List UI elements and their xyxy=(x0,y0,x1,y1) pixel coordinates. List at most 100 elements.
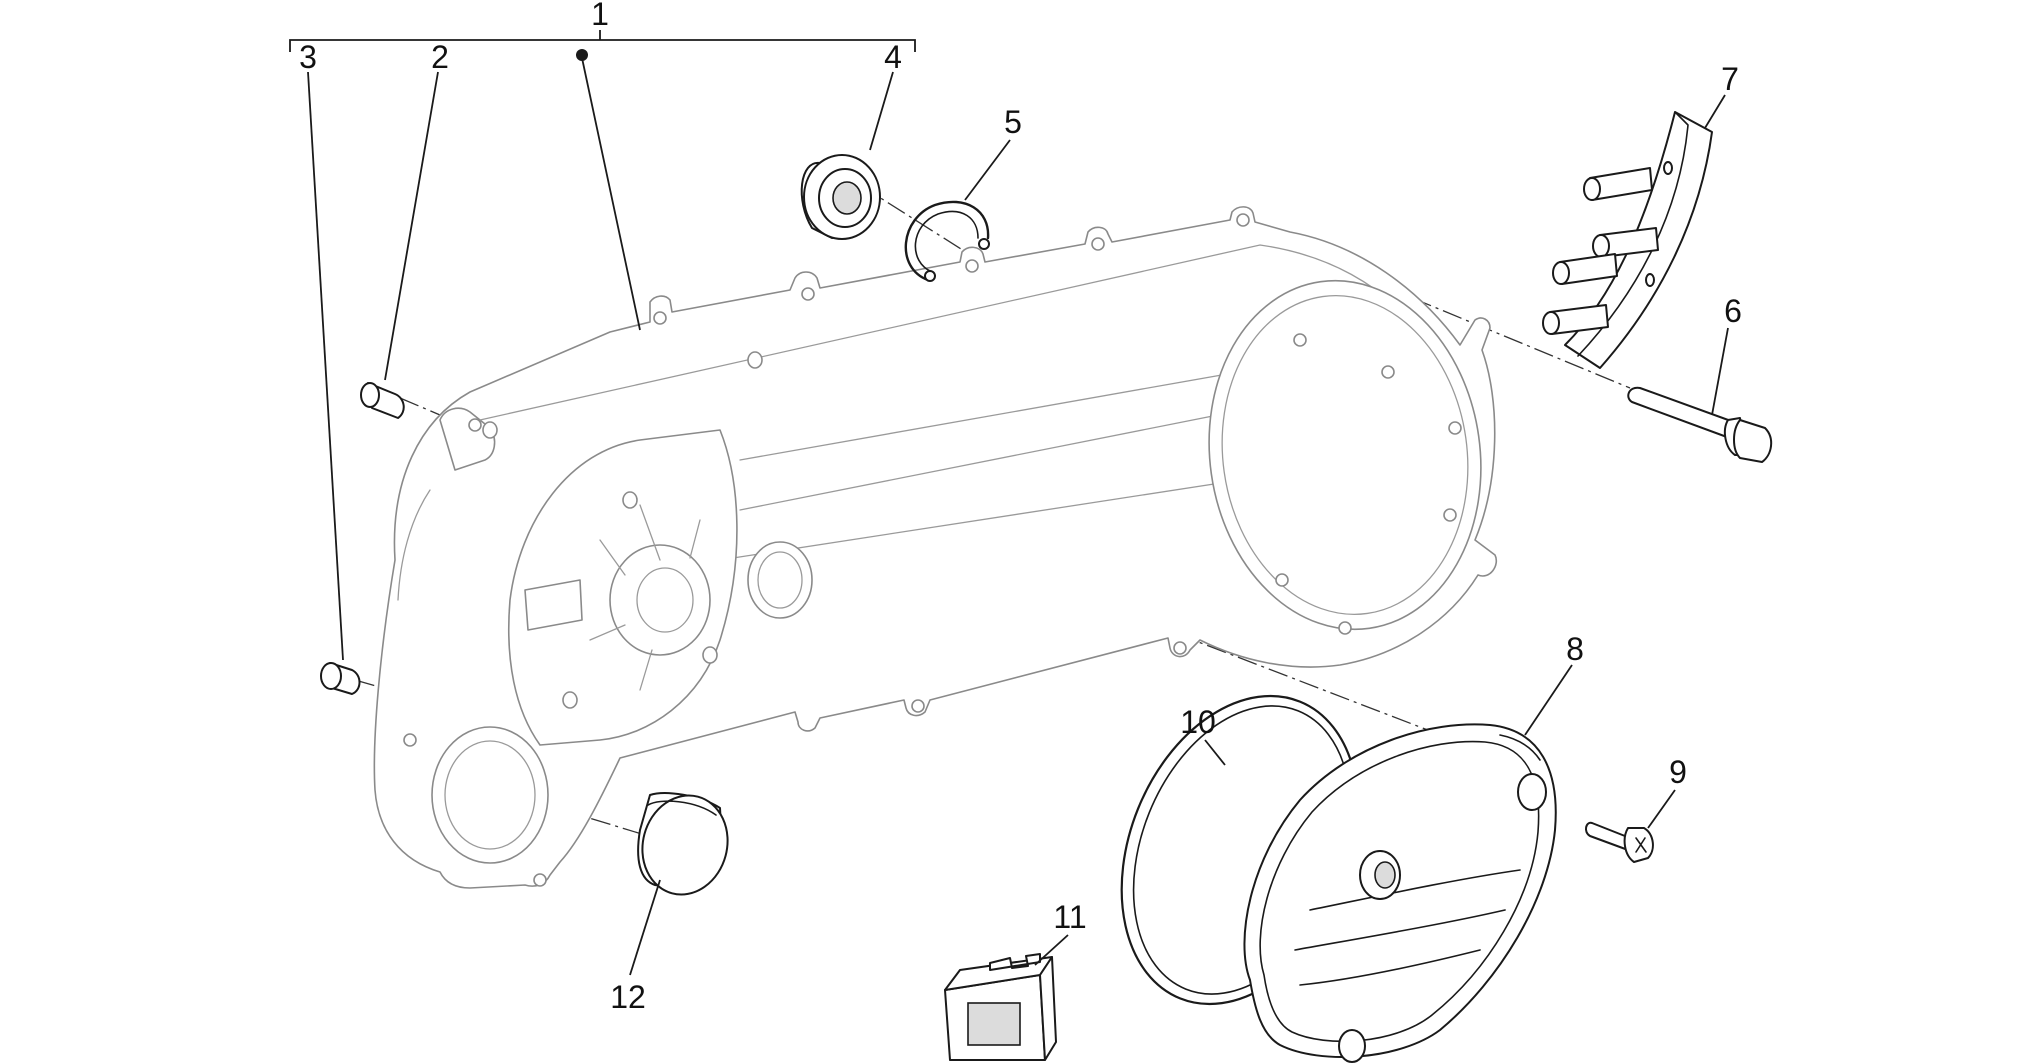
screw-9-recess xyxy=(1635,837,1647,853)
bracket-stud-end xyxy=(1542,311,1560,335)
leader-12 xyxy=(629,879,661,976)
leader-4 xyxy=(869,71,894,151)
leader-lines xyxy=(289,30,1729,976)
part-11-clip xyxy=(944,953,1057,1061)
flange-hole xyxy=(1236,213,1250,227)
leader-1-dot xyxy=(576,49,588,61)
bracket-stud-end xyxy=(1583,177,1601,201)
plug-face xyxy=(641,794,729,896)
dowel-3-end xyxy=(320,662,342,690)
bearing-inner xyxy=(832,181,862,215)
clip-tab xyxy=(989,953,1041,971)
callout-7: 7 xyxy=(1721,61,1739,97)
flange-hole xyxy=(801,287,815,301)
flange-hole xyxy=(533,873,547,887)
cover-center-boss-inner xyxy=(757,551,803,609)
leader-5 xyxy=(964,139,1011,201)
cover-lower-opening xyxy=(431,726,549,864)
axis-dowel-2 xyxy=(399,397,441,416)
part-8-clutch-cover xyxy=(1243,723,1557,1063)
cover-edge-bottom xyxy=(397,489,431,601)
cover-flange-holes xyxy=(403,213,1250,887)
bracket-hole xyxy=(1645,273,1655,287)
fan-spoke xyxy=(639,504,661,561)
part-6-screw xyxy=(1627,386,1773,463)
part-2-dowel-pin xyxy=(360,382,405,419)
fan-spoke xyxy=(639,649,653,691)
callout-10: 10 xyxy=(1180,704,1216,740)
callout-11: 11 xyxy=(1053,899,1086,935)
clutch-cover-boss-hole xyxy=(1374,861,1396,889)
callout-2: 2 xyxy=(431,39,449,75)
cover-block xyxy=(524,579,583,631)
cover-studs xyxy=(482,351,763,709)
cover-fan-spokes xyxy=(589,504,701,691)
cover-lower-opening-inner xyxy=(444,740,536,850)
screw-6-hexhead xyxy=(1733,419,1773,463)
part-12-plug xyxy=(637,792,729,896)
clutch-cover-lip xyxy=(1499,734,1541,761)
clutch-cover-rim xyxy=(1243,723,1557,1058)
leader-6 xyxy=(1711,327,1729,416)
stud xyxy=(702,646,718,664)
bracket-studs xyxy=(1542,167,1659,335)
clip-side xyxy=(1039,956,1057,1061)
bracket-stud-end xyxy=(1592,234,1610,258)
transmission-cover xyxy=(373,206,1497,889)
dome-bolt xyxy=(1338,621,1352,635)
callout-6: 6 xyxy=(1724,293,1742,329)
dowel-2-end xyxy=(360,382,380,408)
screw-6-shank xyxy=(1627,386,1743,441)
stud xyxy=(482,421,498,439)
clutch-cover-rim-inner xyxy=(1259,740,1540,1043)
circlip-eye-1 xyxy=(924,270,936,282)
dome-bolt xyxy=(1275,573,1289,587)
dome-bolt xyxy=(1448,421,1462,435)
clutch-cover-ridge-3 xyxy=(1299,949,1481,986)
flange-hole xyxy=(468,418,482,432)
dome-bolt xyxy=(1381,365,1395,379)
callout-3: 3 xyxy=(299,39,317,75)
dome-bolt xyxy=(1293,333,1307,347)
clip-window xyxy=(967,1002,1021,1046)
callout-1: 1 xyxy=(591,0,609,32)
circlip-outer xyxy=(904,200,990,282)
leader-8 xyxy=(1524,664,1573,736)
dome-bolt xyxy=(1443,508,1457,522)
flange-hole xyxy=(1091,237,1105,251)
part-4-bearing xyxy=(800,154,881,240)
leader-7 xyxy=(1704,94,1726,129)
flange-hole xyxy=(653,311,667,325)
leader-1-bracket xyxy=(289,39,916,52)
callout-5: 5 xyxy=(1004,104,1022,140)
flange-hole xyxy=(403,733,417,747)
leader-9 xyxy=(1647,789,1676,829)
stud xyxy=(622,491,638,509)
callout-8: 8 xyxy=(1566,631,1584,667)
screw-9-shank xyxy=(1584,821,1631,851)
cover-fan-hub xyxy=(609,544,711,656)
clutch-cover-hole-upper xyxy=(1517,773,1547,811)
screw-9-head xyxy=(1623,827,1654,863)
callout-4: 4 xyxy=(884,39,902,75)
bracket-holes xyxy=(1645,161,1673,287)
leader-11 xyxy=(1034,934,1069,966)
cover-dome-bolts xyxy=(1275,333,1462,635)
flange-hole xyxy=(1173,641,1187,655)
circlip-eye-2 xyxy=(978,238,990,250)
stud xyxy=(747,351,763,369)
part-9-screw xyxy=(1584,821,1654,863)
callout-labels: 1 2 3 4 5 6 7 8 9 10 11 12 xyxy=(299,0,1742,1015)
callout-12: 12 xyxy=(610,979,646,1015)
bracket-stud-end xyxy=(1552,261,1570,285)
part-7-stud-bracket xyxy=(1542,111,1713,369)
cover-clutch-dome xyxy=(1208,279,1482,631)
bracket-hole xyxy=(1663,161,1673,175)
leader-3 xyxy=(307,71,344,661)
flange-hole xyxy=(965,259,979,273)
clutch-cover-ridge-1 xyxy=(1309,869,1521,911)
leader-2 xyxy=(384,71,439,381)
flange-hole xyxy=(911,699,925,713)
cover-clutch-dome-inner xyxy=(1221,294,1469,616)
